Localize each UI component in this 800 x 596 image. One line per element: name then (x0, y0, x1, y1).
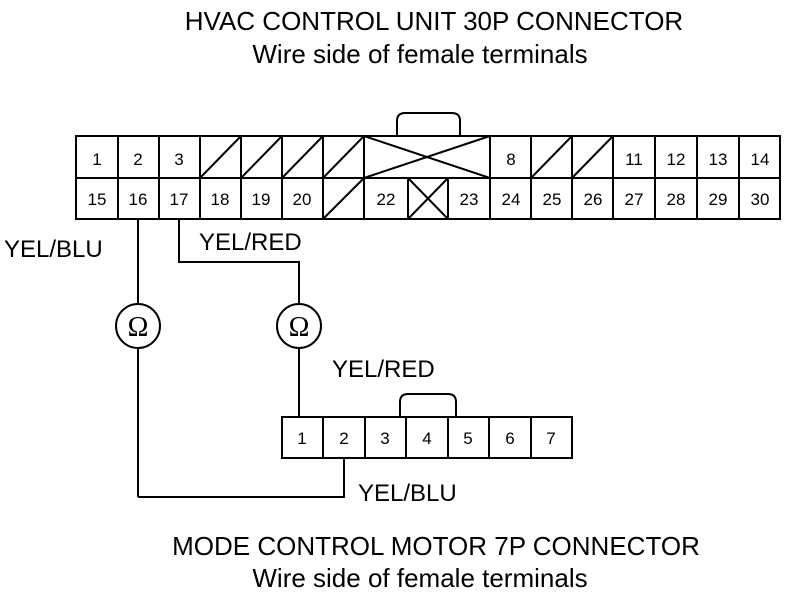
hvac-pin-label: 3 (174, 150, 183, 169)
wire-label-yel-blu-bottom: YEL/BLU (358, 480, 457, 507)
hvac-connector-title: HVAC CONTROL UNIT 30P CONNECTOR (185, 6, 683, 36)
wire-label-yel-blu-left: YEL/BLU (4, 236, 103, 263)
hvac-pin-label: 22 (377, 190, 396, 209)
motor-connector-subtitle: Wire side of female terminals (252, 563, 587, 593)
hvac-pin-label: 24 (502, 190, 521, 209)
hvac-top-row-labels: 1 2 3 8 11 12 13 14 (92, 150, 769, 169)
hvac-pin-label: 11 (625, 150, 643, 169)
hvac-pin-label: 12 (667, 150, 686, 169)
motor-pin-labels: 1 2 3 4 5 6 7 (297, 429, 555, 448)
hvac-pin-label: 14 (751, 150, 770, 169)
motor-pin-label: 6 (505, 429, 514, 448)
hvac-pin-label: 17 (170, 190, 189, 209)
motor-connector-title: MODE CONTROL MOTOR 7P CONNECTOR (172, 531, 700, 561)
motor-pin-label: 3 (380, 429, 389, 448)
wire-yel-red-upper (178, 219, 300, 304)
hvac-30p-connector (75, 112, 781, 220)
hvac-pin-label: 15 (88, 190, 107, 209)
motor-connector-outline (281, 416, 573, 459)
wires (137, 219, 345, 498)
hvac-pin-label: 1 (92, 150, 101, 169)
hvac-pin-label: 8 (506, 150, 515, 169)
motor-pin-label: 2 (339, 429, 348, 448)
wire-label-yel-red-top: YEL/RED (199, 229, 302, 256)
motor-pin-label: 5 (463, 429, 472, 448)
hvac-connector-subtitle: Wire side of female terminals (252, 39, 587, 69)
ohmmeter-right: Ω (276, 303, 322, 349)
hvac-pin-label: 29 (709, 190, 728, 209)
hvac-pin-label: 23 (460, 190, 479, 209)
hvac-bottom-row-labels: 15 16 17 18 19 20 22 23 24 25 26 27 28 2… (88, 190, 770, 209)
ohm-symbol-icon: Ω (289, 312, 310, 343)
motor-latch-tab (399, 393, 457, 417)
hvac-pin-label: 18 (211, 190, 230, 209)
wire-yel-blu-bottom (138, 458, 345, 498)
wire-label-yel-red-motor: YEL/RED (332, 356, 435, 383)
hvac-pin-label: 13 (709, 150, 728, 169)
ohm-symbol-icon: Ω (128, 312, 149, 343)
motor-pin-label: 7 (546, 429, 555, 448)
hvac-pin-label: 25 (543, 190, 562, 209)
ohmmeter-circle (115, 303, 161, 349)
motor-pin-label: 4 (422, 429, 431, 448)
motor-pin-label: 1 (297, 429, 306, 448)
hvac-pin-label: 16 (129, 190, 148, 209)
hvac-pin-label: 2 (133, 150, 142, 169)
ohmmeter-circle (276, 303, 322, 349)
hvac-pin-label: 27 (625, 190, 644, 209)
hvac-pin-label: 19 (252, 190, 271, 209)
hvac-pin-label: 30 (751, 190, 770, 209)
hvac-pin-label: 28 (667, 190, 686, 209)
ohmmeter-left: Ω (115, 303, 161, 349)
hvac-pin-label: 20 (293, 190, 312, 209)
motor-7p-connector (281, 393, 573, 459)
hvac-latch-tab (396, 112, 461, 136)
hvac-pin-label: 26 (584, 190, 603, 209)
